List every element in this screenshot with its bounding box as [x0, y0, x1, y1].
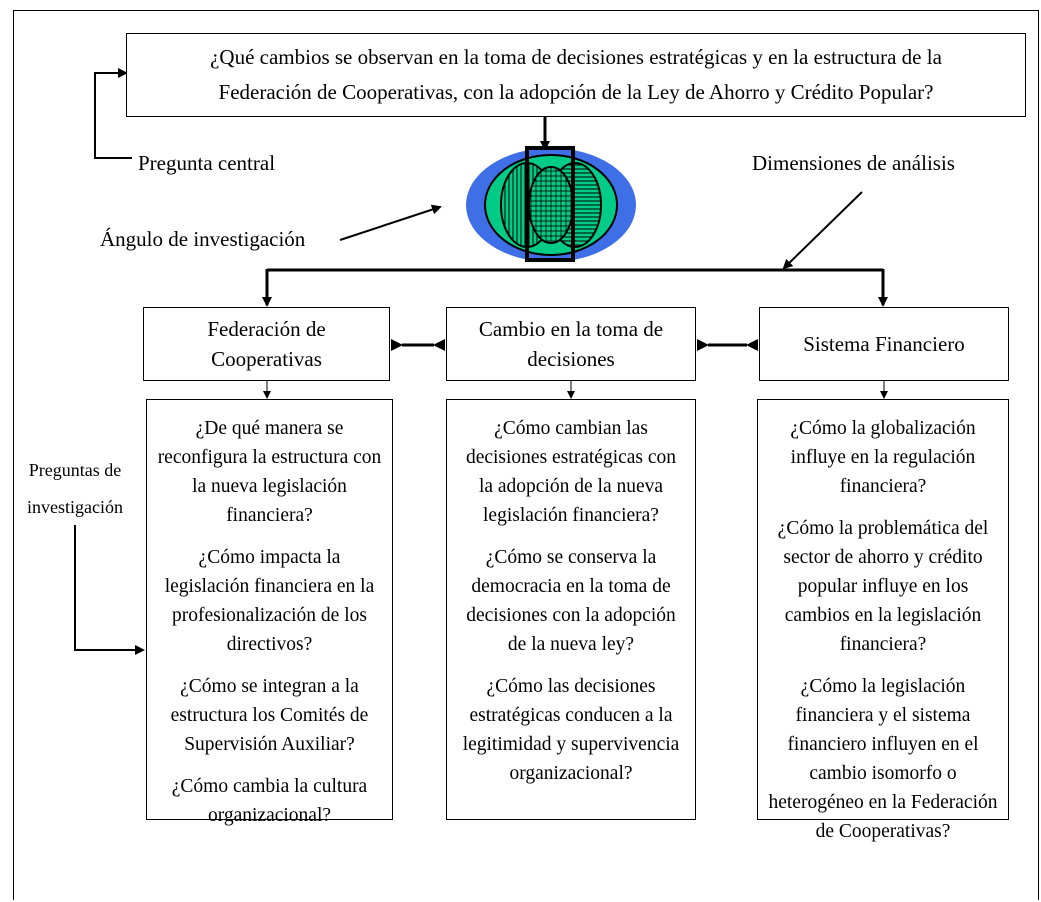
dimension-title-line1: Federación de: [207, 317, 326, 341]
preguntas-bracket: [74, 525, 145, 655]
central-question-line2: Federación de Cooperativas, con la adopc…: [218, 80, 934, 104]
dimension-box-cambio: Cambio en la toma de decisiones: [446, 307, 696, 381]
research-question: ¿Cómo impacta la legislación financiera …: [164, 547, 375, 655]
diagram-frame: [13, 10, 1039, 900]
angulo-label: Ángulo de investigación: [100, 227, 306, 251]
research-question: ¿Cómo la globalización influye en la reg…: [790, 418, 976, 497]
research-question: ¿Cómo cambia la cultura organizacional?: [171, 776, 368, 826]
central-question-box: ¿Qué cambios se observan en la toma de d…: [126, 33, 1026, 117]
dimensions-distribution-bar: [262, 268, 888, 307]
dimension-title-line1: Cambio en la toma de: [478, 317, 664, 341]
angulo-arrow: [339, 204, 442, 241]
dimensiones-arrow: [782, 191, 863, 270]
research-question: ¿Cómo cambian las decisiones estratégica…: [465, 418, 677, 526]
research-question: ¿Cómo se conserva la democracia en la to…: [466, 547, 676, 655]
questions-box-federacion: ¿De qué manera se reconfigura la estruct…: [146, 399, 393, 826]
central-question-line1: ¿Qué cambios se observan en la toma de d…: [210, 45, 942, 69]
research-question: ¿Cómo la legislación financiera y el sis…: [768, 676, 998, 842]
analysis-ellipse-diagram: [466, 146, 636, 262]
research-question: ¿Cómo la problemática del sector de ahor…: [777, 518, 989, 655]
pregunta-central-label: Pregunta central: [138, 151, 276, 175]
dimensiones-label: Dimensiones de análisis: [752, 151, 955, 175]
pregunta-central-bracket: [94, 68, 132, 159]
dimension-title-line2: decisiones: [527, 347, 615, 371]
preguntas-label-line2: investigación: [27, 497, 123, 517]
questions-box-sistema: ¿Cómo la globalización influye en la reg…: [757, 399, 1009, 842]
research-question: ¿Cómo se integran a la estructura los Co…: [170, 676, 369, 755]
preguntas-investigacion-label: Preguntas de investigación: [17, 452, 133, 526]
dimension-box-federacion: Federación de Cooperativas: [143, 307, 390, 381]
dimension-title-line1: Sistema Financiero: [803, 332, 965, 356]
questions-box-cambio: ¿Cómo cambian las decisiones estratégica…: [446, 399, 696, 820]
dimension-box-sistema: Sistema Financiero: [759, 307, 1009, 381]
dimension-title-line2: Cooperativas: [211, 347, 322, 371]
preguntas-label-line1: Preguntas de: [28, 460, 122, 480]
research-question: ¿Cómo las decisiones estratégicas conduc…: [462, 676, 680, 784]
research-question: ¿De qué manera se reconfigura la estruct…: [157, 418, 382, 526]
